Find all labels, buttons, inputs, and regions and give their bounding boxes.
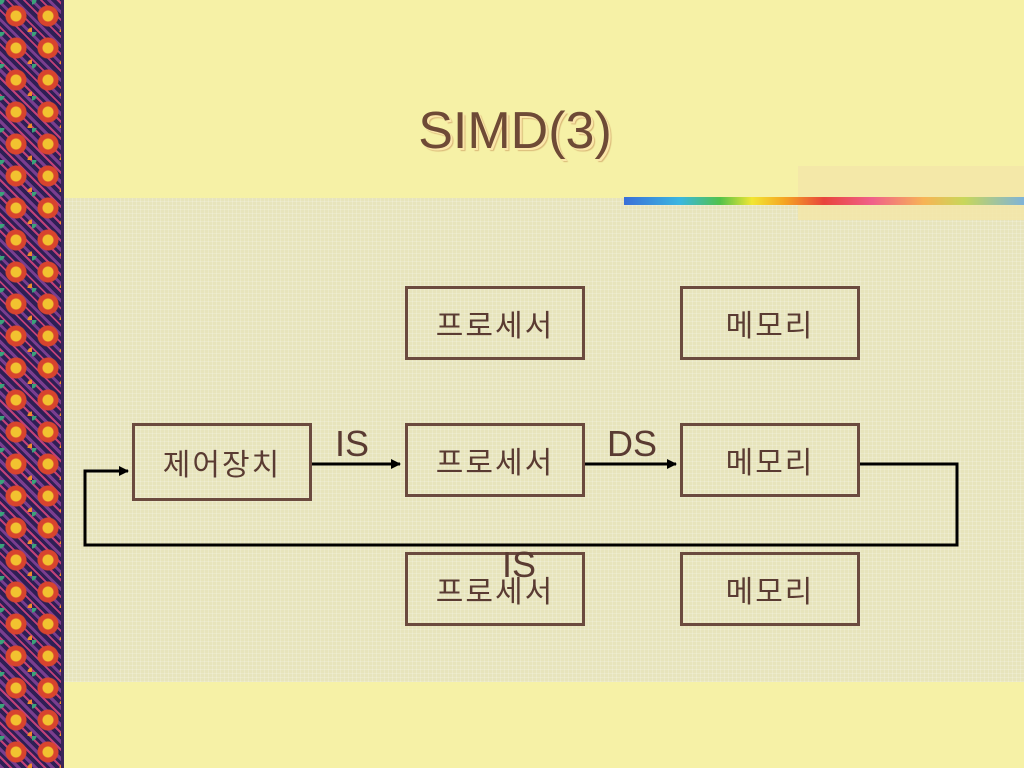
content-panel bbox=[64, 198, 1024, 682]
memory-box-bottom: 메모리 bbox=[680, 552, 860, 626]
control-unit-box: 제어장치 bbox=[132, 423, 312, 501]
processor-box-bottom: 프로세서 bbox=[405, 552, 585, 626]
memory-box-middle: 메모리 bbox=[680, 423, 860, 497]
is-label-bottom: IS bbox=[502, 544, 537, 585]
processor-box-top: 프로세서 bbox=[405, 286, 585, 360]
feedback-arrow bbox=[83, 462, 959, 547]
decorative-pattern-strip bbox=[0, 0, 64, 768]
memory-box-top: 메모리 bbox=[680, 286, 860, 360]
decorative-band bbox=[798, 166, 1024, 220]
slide-title: SIMD(3) bbox=[418, 102, 612, 160]
rainbow-divider bbox=[624, 197, 1024, 205]
is-label-top: IS bbox=[335, 423, 370, 464]
processor-box-middle: 프로세서 bbox=[405, 423, 585, 497]
ds-label: DS bbox=[607, 423, 658, 464]
